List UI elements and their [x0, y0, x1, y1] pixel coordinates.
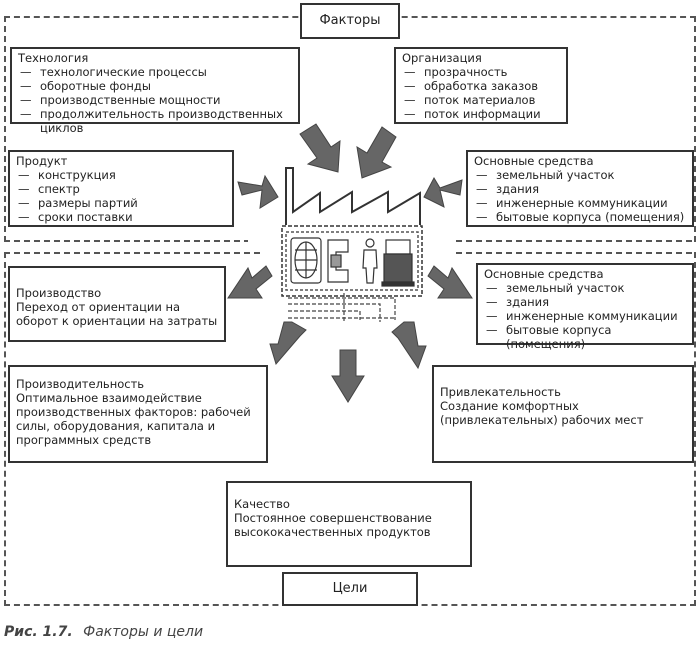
- goals-label-text: Цели: [332, 581, 368, 596]
- attractiveness-title: Привлекательность: [440, 385, 561, 399]
- factors-label: Факторы: [300, 3, 400, 39]
- fixed-assets-factor-item: инженерные коммуникации: [474, 196, 686, 210]
- quality-title: Качество: [234, 497, 290, 511]
- technology-item: производственные мощности: [18, 93, 292, 107]
- product-item: размеры партий: [16, 196, 226, 210]
- product-item: сроки поставки: [16, 210, 226, 224]
- productivity-title: Производительность: [16, 377, 145, 391]
- arrow-quality: [331, 349, 365, 403]
- press-icon: [327, 239, 349, 283]
- factory-roof: [285, 167, 421, 225]
- production-text: Переход от ориентации на оборот к ориент…: [16, 300, 218, 328]
- worker-icon: [362, 238, 378, 284]
- arrow-fixed-assets-in: [423, 176, 463, 208]
- arrow-productivity: [269, 321, 307, 366]
- caption-text: Факторы и цели: [83, 624, 204, 640]
- fixed-assets-goal-box: Основные средства земельный участок здан…: [476, 263, 694, 351]
- production-box: Производство Переход от ориентации на об…: [8, 266, 226, 342]
- organization-title: Организация: [402, 51, 482, 65]
- product-box: Продукт конструкция спектр размеры парти…: [8, 150, 234, 227]
- goals-label: Цели: [282, 572, 418, 606]
- technology-title: Технология: [18, 51, 89, 65]
- equipment-icon: [381, 239, 415, 287]
- fixed-assets-factor-box: Основные средства земельный участок здан…: [466, 150, 694, 227]
- product-item: конструкция: [16, 168, 226, 182]
- production-title: Производство: [16, 286, 102, 300]
- fixed-assets-goal-item: здания: [484, 295, 686, 309]
- organization-item: поток информации: [402, 107, 560, 121]
- factors-label-text: Факторы: [319, 13, 381, 28]
- productivity-box: Производительность Оптимальное взаимодей…: [8, 365, 268, 463]
- fixed-assets-factor-title: Основные средства: [474, 154, 594, 168]
- technology-item: продолжительность производственных цикло…: [18, 107, 292, 135]
- arrow-organization: [356, 126, 397, 179]
- fixed-assets-goal-item: инженерные коммуникации: [484, 309, 686, 323]
- fixed-assets-goal-item: бытовые корпуса (помещения): [484, 323, 686, 351]
- fixed-assets-factor-item: здания: [474, 182, 686, 196]
- arrow-production: [227, 265, 273, 299]
- machine-icon: [290, 237, 322, 284]
- fixed-assets-goal-title: Основные средства: [484, 267, 604, 281]
- fixed-assets-goal-item: земельный участок: [484, 281, 686, 295]
- organization-item: прозрачность: [402, 65, 560, 79]
- caption-number: Рис. 1.7.: [4, 624, 73, 640]
- flow-lines: [288, 293, 396, 322]
- productivity-text: Оптимальное взаимодействие производствен…: [16, 391, 251, 447]
- quality-box: Качество Постоянное совершенствование вы…: [226, 481, 472, 567]
- arrow-attractiveness: [391, 321, 427, 370]
- organization-box: Организация прозрачность обработка заказ…: [394, 47, 568, 124]
- organization-item: обработка заказов: [402, 79, 560, 93]
- technology-box: Технология технологические процессы обор…: [10, 47, 300, 135]
- figure-caption: Рис. 1.7. Факторы и цели: [4, 624, 203, 640]
- organization-item: поток материалов: [402, 93, 560, 107]
- arrow-fixed-assets-out: [427, 265, 473, 299]
- fixed-assets-factor-item: бытовые корпуса (помещения): [474, 210, 686, 224]
- arrow-product: [237, 174, 279, 209]
- arrow-technology: [299, 123, 341, 173]
- technology-item: оборотные фонды: [18, 79, 292, 93]
- attractiveness-box: Привлекательность Создание комфортных (п…: [432, 365, 694, 463]
- technology-item: технологические процессы: [18, 65, 292, 79]
- fixed-assets-factor-item: земельный участок: [474, 168, 686, 182]
- product-title: Продукт: [16, 154, 68, 168]
- attractiveness-text: Создание комфортных (привлекательных) ра…: [440, 399, 644, 427]
- factory-inner-frame: [285, 231, 419, 291]
- quality-text: Постоянное совершенствование высококачес…: [234, 511, 432, 539]
- product-item: спектр: [16, 182, 226, 196]
